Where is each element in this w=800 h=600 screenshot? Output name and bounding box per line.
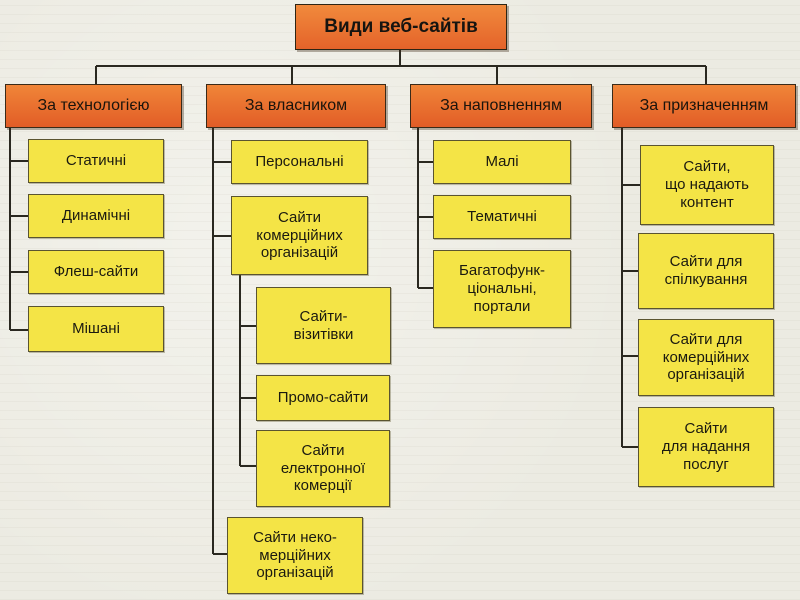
category-by-purpose: За призначенням bbox=[612, 84, 796, 128]
item-dynamic: Динамічні bbox=[28, 194, 164, 238]
item-business-card-sites: Сайти- візитівки bbox=[256, 287, 391, 364]
item-small: Малі bbox=[433, 140, 571, 184]
item-ecommerce-sites: Сайти електронної комерції bbox=[256, 430, 390, 507]
item-static: Статичні bbox=[28, 139, 164, 183]
category-by-content: За наповненням bbox=[410, 84, 592, 128]
diagram-title: Види веб-сайтів bbox=[295, 4, 507, 50]
item-multifunctional-portals: Багатофунк- ціональні, портали bbox=[433, 250, 571, 328]
category-by-technology: За технологією bbox=[5, 84, 182, 128]
item-commercial-orgs-sites: Сайти комерційних організацій bbox=[231, 196, 368, 275]
item-service-sites: Сайти для надання послуг bbox=[638, 407, 774, 487]
item-noncommercial-orgs-sites: Сайти неко- мерційних організацій bbox=[227, 517, 363, 594]
item-commercial-orgs-purpose-sites: Сайти для комерційних організацій bbox=[638, 319, 774, 396]
item-communication-sites: Сайти для спілкування bbox=[638, 233, 774, 309]
category-by-owner: За власником bbox=[206, 84, 386, 128]
item-mixed: Мішані bbox=[28, 306, 164, 352]
item-flash-sites: Флеш-сайти bbox=[28, 250, 164, 294]
item-content-providing-sites: Сайти, що надають контент bbox=[640, 145, 774, 225]
item-thematic: Тематичні bbox=[433, 195, 571, 239]
item-personal: Персональні bbox=[231, 140, 368, 184]
item-promo-sites: Промо-сайти bbox=[256, 375, 390, 421]
